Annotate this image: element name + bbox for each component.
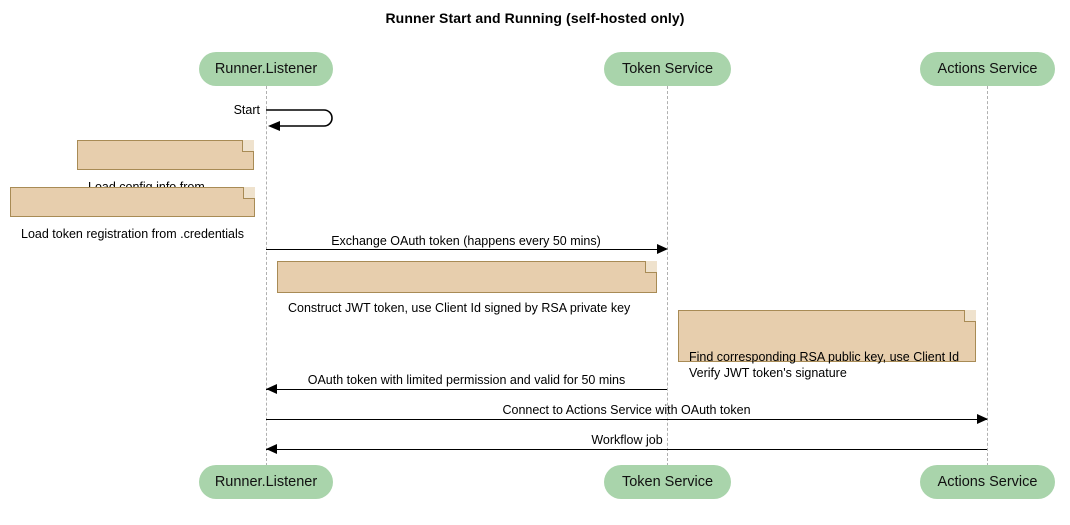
participant-label-runner: Runner.Listener [214, 61, 318, 77]
participant-label-actions: Actions Service [937, 61, 1038, 77]
message-label-connect-actions-service: Connect to Actions Service with OAuth to… [502, 403, 751, 417]
message-label-exchange-oauth-token: Exchange OAuth token (happens every 50 m… [331, 234, 601, 248]
lifeline-actions [987, 86, 988, 466]
note-fold-icon [242, 140, 254, 152]
message-label-oauth-token-response: OAuth token with limited permission and … [307, 373, 626, 387]
note-verify-jwt: Find corresponding RSA public key, use C… [678, 310, 976, 380]
message-arrowhead-connect-actions-service [977, 414, 988, 424]
self-message-start-label: Start [233, 103, 260, 117]
note-fold-icon [243, 187, 255, 199]
message-line-exchange-oauth-token [266, 249, 666, 250]
participant-footer-runner[interactable]: Runner.Listener [199, 465, 333, 499]
participant-header-runner[interactable]: Runner.Listener [199, 52, 333, 86]
participant-label-actions-footer: Actions Service [937, 474, 1038, 490]
participant-label-runner-footer: Runner.Listener [214, 474, 318, 490]
page-title: Runner Start and Running (self-hosted on… [385, 10, 685, 26]
participant-footer-token[interactable]: Token Service [604, 465, 731, 499]
note-load-token-registration-text: Load token registration from .credential… [21, 227, 245, 241]
participant-label-token-footer: Token Service [621, 474, 714, 490]
message-line-connect-actions-service [266, 419, 987, 420]
note-load-token-registration: Load token registration from .credential… [10, 187, 255, 241]
participant-header-token[interactable]: Token Service [604, 52, 731, 86]
note-fold-icon [645, 261, 657, 273]
message-arrowhead-workflow-job [266, 444, 277, 454]
self-message-start-path [266, 109, 333, 131]
message-line-oauth-token-response [266, 389, 667, 390]
note-fold-icon [964, 310, 976, 322]
message-arrowhead-exchange-oauth-token [657, 244, 668, 254]
participant-label-token: Token Service [621, 61, 714, 77]
note-verify-jwt-text: Find corresponding RSA public key, use C… [689, 350, 960, 380]
message-label-workflow-job: Workflow job [591, 433, 663, 447]
note-construct-jwt-text: Construct JWT token, use Client Id signe… [288, 301, 631, 315]
participant-header-actions[interactable]: Actions Service [920, 52, 1055, 86]
self-message-start [266, 104, 346, 136]
note-load-config: Load config info from .runner [77, 140, 254, 210]
lifeline-runner [266, 86, 267, 466]
lifeline-token [667, 86, 668, 466]
participant-footer-actions[interactable]: Actions Service [920, 465, 1055, 499]
note-construct-jwt: Construct JWT token, use Client Id signe… [277, 261, 657, 315]
message-arrowhead-oauth-token-response [266, 384, 277, 394]
message-line-workflow-job [266, 449, 987, 450]
